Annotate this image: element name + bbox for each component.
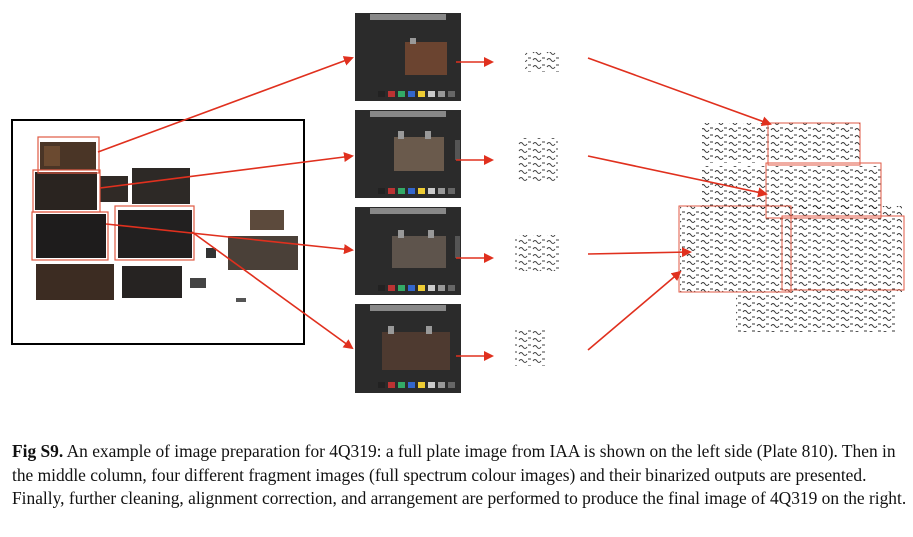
arrow-binary-1-to-final <box>587 57 772 126</box>
binarized-output-1 <box>525 52 559 72</box>
arrow-plate-to-panel-1 <box>97 56 354 153</box>
binarized-output-3 <box>515 235 559 271</box>
figure-illustration <box>11 13 905 393</box>
arrow-binary-2-to-final <box>587 155 768 198</box>
arrow-binary-3-to-final <box>587 247 692 258</box>
arrow-plate-to-panel-2 <box>99 152 354 189</box>
fragment-panel-3 <box>355 207 461 295</box>
arrow-binary-4-to-final <box>587 270 682 351</box>
fragment-panel-2 <box>355 110 461 198</box>
binarized-output-2 <box>518 138 558 182</box>
caption-label: Fig S9. <box>12 441 64 461</box>
caption-text: An example of image preparation for 4Q31… <box>12 441 907 508</box>
fragment-panel-1 <box>355 13 461 101</box>
full-plate-image <box>11 119 305 345</box>
binarized-output-4 <box>515 330 545 366</box>
final-arranged-image <box>678 122 905 332</box>
arrows <box>97 56 772 361</box>
fragment-panel-4 <box>355 304 461 393</box>
figure-caption: Fig S9. An example of image preparation … <box>12 440 907 511</box>
arrow-plate-to-panel-3 <box>105 223 354 255</box>
arrow-plate-to-panel-4 <box>191 231 354 350</box>
